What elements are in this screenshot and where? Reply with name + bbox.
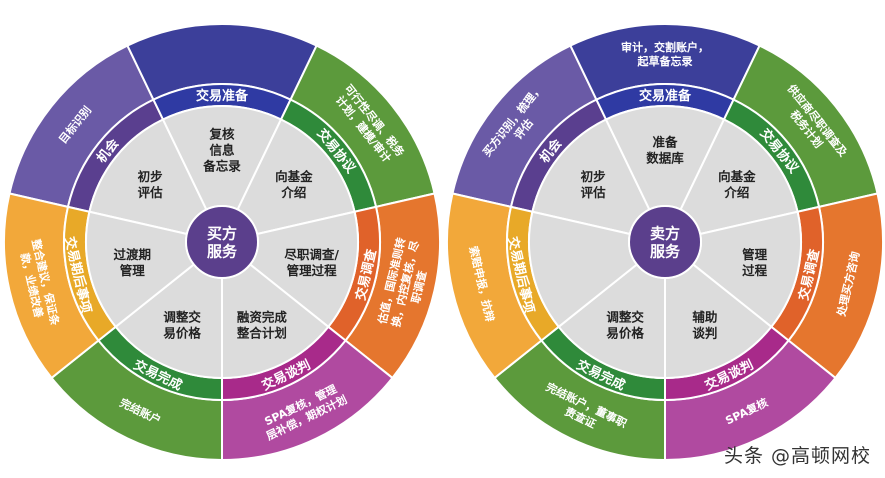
seller-inner-label: 管理过程 (742, 247, 768, 278)
buyer-center-label: 买方服务 (207, 224, 238, 260)
seller-wheel: 机会买方识别，梳理，评估初步评估交易准备审计，交割账户，起草备忘录准备数据库交易… (446, 23, 884, 462)
seller-hub (628, 205, 702, 279)
buyer-inner-label: 过渡期管理 (114, 247, 152, 278)
seller-stage-label: 交易准备 (639, 88, 692, 104)
buyer-inner-label: 初步评估 (138, 169, 164, 200)
seller-inner-label: 初步评估 (581, 169, 607, 200)
buyer-inner-label: 调整交易价格 (163, 309, 201, 340)
buyer-inner-label: 复核信息备忘录 (202, 126, 241, 173)
buyer-inner-label: 向基金介绍 (275, 169, 313, 200)
buyer-wheel: 机会目标识别初步评估交易准备复核信息备忘录交易协议可行性尽调、税务计划，建模/审… (3, 23, 441, 462)
buyer-hub (185, 205, 259, 279)
seller-inner-label: 向基金介绍 (718, 169, 756, 200)
buyer-inner-label: 尽职调查/管理过程 (284, 247, 339, 278)
buyer-inner-label: 融资完成整合计划 (237, 309, 288, 340)
seller-inner-label: 辅助谈判 (692, 309, 717, 340)
seller-outer-label: 审计，交割账户，起草备忘录 (621, 40, 709, 68)
seller-inner-label: 调整交易价格 (606, 309, 644, 340)
buyer-stage-label: 交易准备 (196, 88, 249, 104)
seller-inner-label: 准备数据库 (645, 134, 684, 165)
watermark: 头条 @高顿网校 (723, 445, 871, 467)
seller-center-label: 卖方服务 (650, 224, 681, 260)
